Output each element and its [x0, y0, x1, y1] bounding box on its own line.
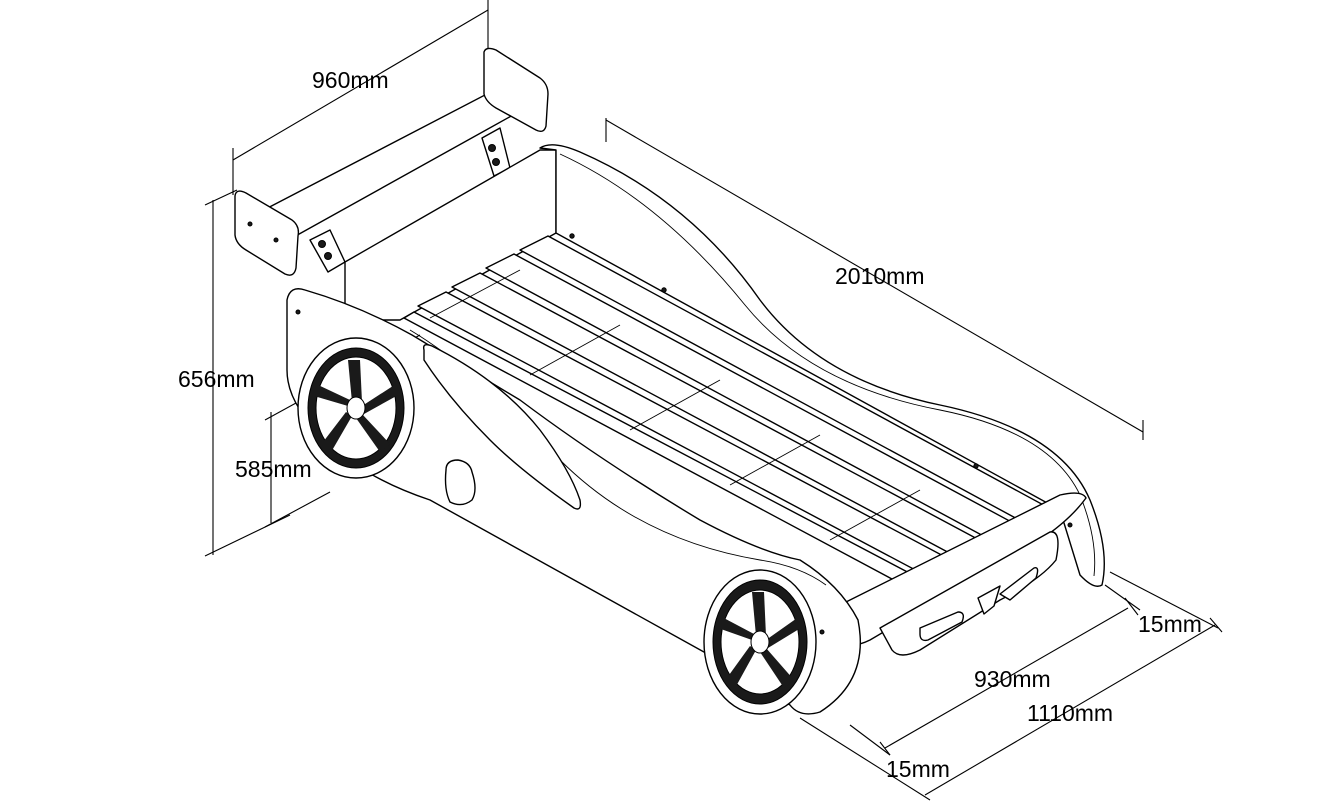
strut-bolt — [492, 158, 500, 166]
vent-right — [999, 567, 1039, 601]
rear-spoiler — [234, 47, 549, 276]
bolt — [819, 629, 825, 635]
support-rail — [729, 434, 821, 486]
strut-bolt — [324, 252, 332, 260]
spoiler-right-fin — [483, 47, 549, 133]
label-offset-left: 15mm — [886, 756, 950, 782]
dim-tick — [1209, 617, 1223, 633]
dim-tick — [264, 491, 331, 528]
vent-left — [919, 611, 965, 642]
dim-ext — [1104, 584, 1141, 611]
dim-tick — [204, 189, 238, 206]
bolt — [1067, 522, 1073, 528]
dim-line-outer-width — [924, 624, 1216, 796]
side-intake — [422, 343, 582, 510]
label-spoiler-width: 960mm — [312, 67, 389, 93]
dim-line-length — [605, 119, 1144, 433]
fin-bolt — [247, 221, 253, 227]
label-outer-width: 1110mm — [1027, 700, 1113, 726]
bed-slats — [403, 235, 1061, 595]
bolt — [569, 233, 575, 239]
label-inner-width: 930mm — [974, 666, 1051, 692]
label-offset-right: 15mm — [1138, 611, 1202, 637]
fin-bolt — [273, 237, 279, 243]
label-height: 656mm — [178, 366, 255, 392]
hub — [346, 396, 366, 420]
rear-wheel — [297, 337, 415, 479]
dim-tick — [204, 514, 291, 557]
strut-bolt — [318, 240, 326, 248]
spoiler-strut-left — [309, 229, 346, 273]
dim-ext — [849, 724, 891, 756]
label-side-height: 585mm — [235, 456, 312, 482]
support-rail — [529, 324, 621, 376]
front-bumper — [829, 492, 1087, 656]
vent-center — [977, 585, 1001, 615]
dimension-lines — [204, 0, 1223, 801]
dim-tick — [879, 741, 891, 756]
strut-bolt — [488, 144, 496, 152]
bolt — [295, 309, 301, 315]
support-rail — [829, 489, 921, 541]
dimension-labels: 960mm 2010mm 656mm 585mm 15mm 930mm 1110… — [178, 67, 1202, 782]
front-wheel — [703, 569, 817, 715]
far-side-shape — [539, 144, 1105, 587]
dim-ext — [1109, 571, 1219, 629]
spoiler-strut-right — [481, 127, 511, 177]
dim-tick — [1124, 597, 1139, 616]
support-rail — [629, 379, 721, 431]
dim-ext — [799, 717, 931, 801]
spoiler-left-fin — [234, 190, 300, 276]
fuel-cap — [444, 459, 476, 506]
label-length: 2010mm — [835, 263, 924, 289]
hub — [750, 630, 770, 654]
support-rail — [429, 269, 521, 319]
dim-line-spoiler — [232, 9, 489, 161]
dim-line-inner-width — [884, 607, 1129, 749]
bolt — [661, 287, 667, 293]
